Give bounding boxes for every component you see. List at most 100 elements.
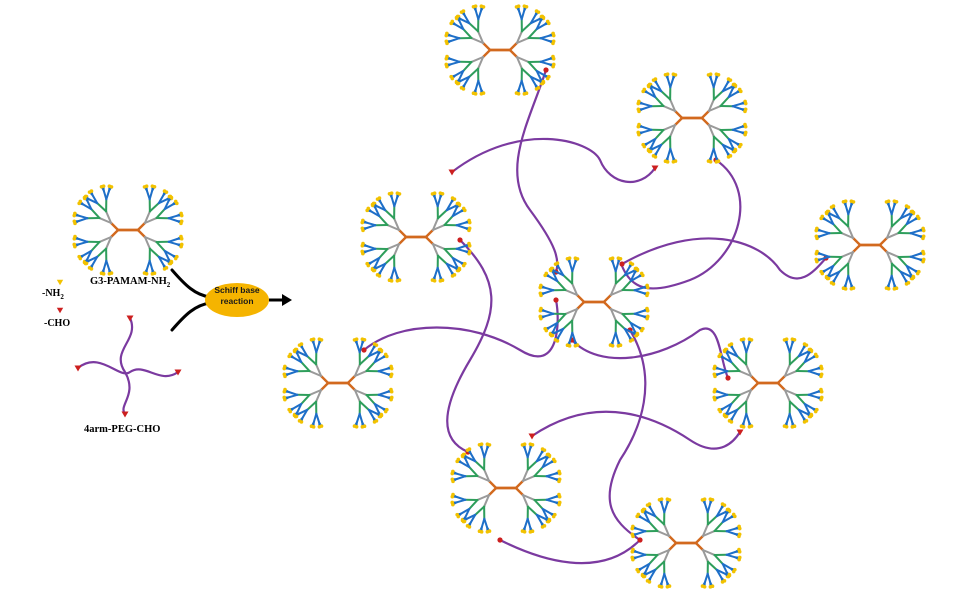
core-arm bbox=[487, 486, 498, 497]
amine-terminal bbox=[921, 251, 926, 256]
amine-terminal bbox=[375, 273, 380, 277]
amine-terminal bbox=[467, 243, 472, 248]
amine-terminal bbox=[637, 122, 641, 127]
amine-terminal bbox=[389, 374, 393, 379]
amine-terminal bbox=[389, 389, 394, 394]
amine-terminal bbox=[360, 425, 365, 429]
amine-terminal bbox=[465, 524, 470, 528]
amine-terminal bbox=[389, 397, 393, 402]
gen3-branch bbox=[377, 370, 389, 376]
amine-terminal bbox=[814, 234, 819, 239]
gen1-branch bbox=[470, 55, 485, 63]
gen3-branch bbox=[554, 327, 565, 334]
gen2-branch bbox=[838, 217, 850, 228]
aldehyde-end-1 bbox=[651, 165, 659, 172]
amine-terminal bbox=[72, 219, 77, 224]
gen3-branch bbox=[721, 562, 728, 574]
gen3-branch bbox=[635, 550, 647, 556]
core-arm bbox=[700, 109, 711, 120]
amine-terminal bbox=[921, 259, 925, 264]
amine-terminal bbox=[449, 74, 453, 79]
gen3-branch bbox=[455, 472, 467, 478]
amine-terminal bbox=[370, 267, 375, 272]
amine-terminal bbox=[551, 514, 556, 519]
gen3-branch bbox=[77, 214, 89, 220]
gen2-branch bbox=[378, 247, 389, 259]
gen1-branch bbox=[707, 123, 722, 131]
amine-terminal bbox=[73, 234, 77, 239]
dendrimer-1 bbox=[636, 72, 748, 164]
gen2-branch bbox=[300, 393, 311, 405]
amine-terminal bbox=[168, 261, 173, 266]
amine-terminal bbox=[809, 348, 814, 353]
peg-chain-9 bbox=[498, 538, 642, 565]
core-arm bbox=[346, 381, 357, 392]
amine-terminal bbox=[467, 447, 472, 451]
gen3-branch bbox=[535, 456, 546, 463]
amine-terminal bbox=[522, 442, 527, 447]
amine-terminal bbox=[737, 557, 741, 562]
gen2-branch bbox=[713, 521, 724, 533]
merge-curve-bottom bbox=[170, 301, 212, 332]
core-arm bbox=[575, 293, 586, 304]
core-arm bbox=[851, 243, 862, 254]
peg-chain-5 bbox=[362, 298, 559, 358]
gen3-branch bbox=[666, 147, 672, 159]
amine-terminal bbox=[618, 256, 623, 261]
gen2-branch bbox=[730, 361, 741, 373]
amine-terminal bbox=[451, 469, 455, 474]
amine-terminal bbox=[536, 10, 541, 14]
gen3-branch bbox=[390, 266, 396, 278]
gen2-branch bbox=[730, 393, 741, 405]
amine-terminal bbox=[522, 92, 527, 96]
amine-terminal bbox=[630, 555, 635, 560]
amine-terminal bbox=[716, 72, 721, 77]
amine-terminal bbox=[297, 419, 302, 423]
gen3-branch bbox=[312, 412, 318, 424]
gen1-branch bbox=[783, 370, 798, 378]
gen1-branch bbox=[662, 123, 677, 131]
amine-terminal bbox=[712, 395, 717, 400]
gen2-branch bbox=[897, 255, 908, 267]
gen3-branch bbox=[785, 412, 791, 424]
amine-terminal bbox=[371, 201, 376, 206]
gen3-branch bbox=[715, 568, 723, 579]
gen1-branch bbox=[477, 30, 485, 45]
gen1-branch bbox=[609, 289, 624, 297]
aldehyde-end-3 bbox=[528, 433, 536, 440]
amine-terminal bbox=[739, 424, 744, 429]
gen2-branch bbox=[443, 215, 454, 227]
amine-terminal bbox=[467, 220, 472, 225]
gen1-branch bbox=[308, 370, 323, 378]
amine-terminal bbox=[634, 333, 639, 338]
gen2-branch bbox=[712, 135, 724, 146]
amine-terminal bbox=[528, 530, 533, 534]
peg-arm-horizontal bbox=[77, 361, 179, 378]
gen3-branch bbox=[629, 321, 636, 333]
gen3-branch bbox=[614, 261, 620, 273]
core-arm bbox=[602, 300, 613, 311]
gen2-branch bbox=[654, 128, 665, 140]
amine-terminal bbox=[713, 364, 717, 369]
amine-terminal bbox=[467, 228, 471, 233]
amine-terminal bbox=[645, 579, 650, 583]
gen3-branch bbox=[102, 259, 108, 271]
schiff-link-0 bbox=[543, 67, 549, 73]
amine-terminal bbox=[444, 62, 449, 67]
amine-terminal bbox=[824, 275, 829, 280]
gen1-branch bbox=[656, 530, 671, 538]
amine-terminal bbox=[438, 279, 443, 283]
gen2-branch bbox=[148, 202, 160, 213]
gen1-branch bbox=[308, 388, 323, 396]
gen1-branch bbox=[847, 225, 855, 240]
gen3-branch bbox=[292, 402, 303, 410]
gen3-branch bbox=[640, 562, 651, 570]
amine-terminal bbox=[461, 9, 466, 13]
gen2-branch bbox=[614, 274, 626, 285]
amine-terminal bbox=[737, 526, 742, 531]
gen3-branch bbox=[539, 60, 551, 66]
gen3-branch bbox=[824, 264, 835, 272]
schiff-link-10 bbox=[637, 537, 643, 543]
amine-terminal bbox=[516, 4, 521, 9]
gen1-branch bbox=[840, 250, 855, 258]
